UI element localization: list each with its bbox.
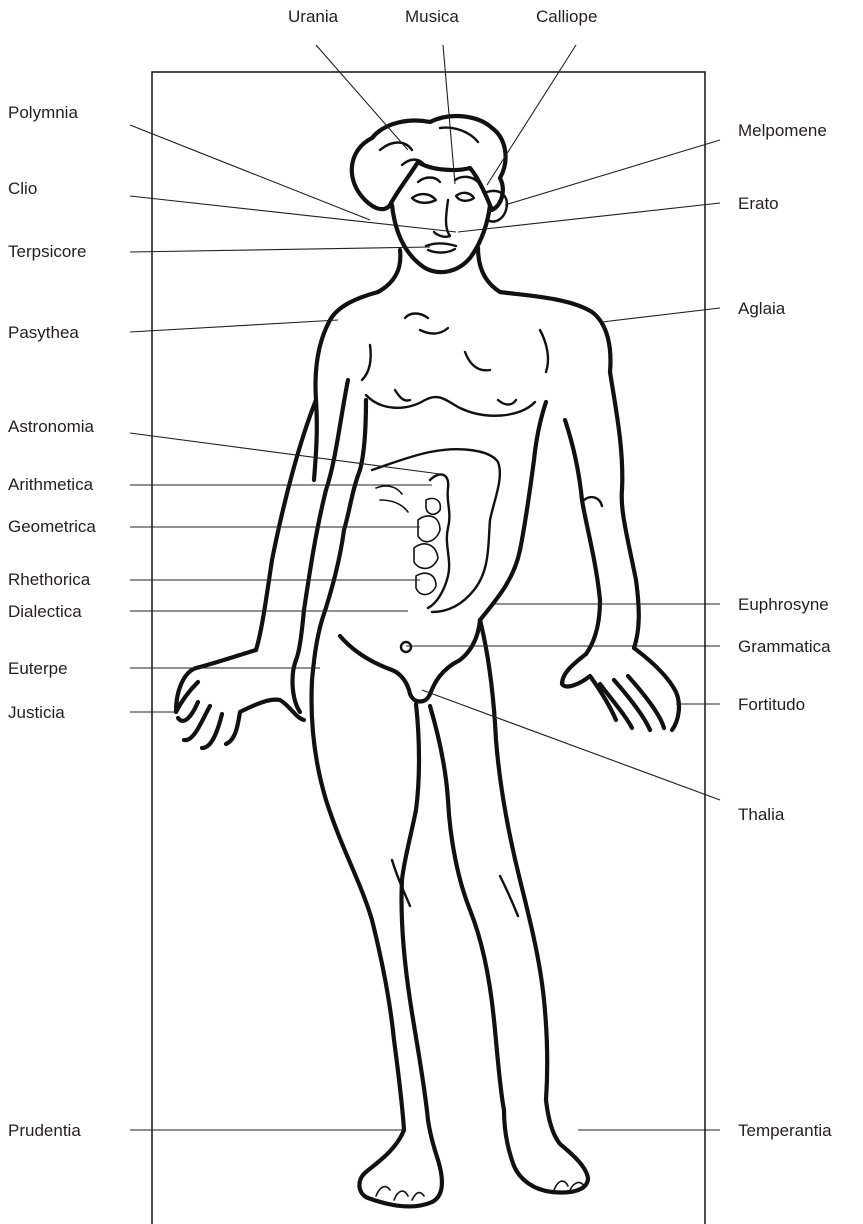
human-figure <box>176 116 679 1206</box>
right-leg-inner <box>430 706 504 1110</box>
leader-lines <box>130 45 720 1130</box>
label-musica: Musica <box>405 7 459 26</box>
left-leg-outer <box>312 680 404 1130</box>
mouth <box>426 243 456 252</box>
label-aglaia: Aglaia <box>738 299 786 318</box>
label-rhethorica: Rhethorica <box>8 570 91 589</box>
leader-urania <box>316 45 408 150</box>
leader-thalia <box>422 690 720 800</box>
leader-melpomene <box>505 140 720 205</box>
label-calliope: Calliope <box>536 7 597 26</box>
label-pasythea: Pasythea <box>8 323 79 342</box>
right-eye <box>456 193 474 201</box>
groin <box>340 620 480 702</box>
neck <box>378 250 400 292</box>
label-arithmetica: Arithmetica <box>8 475 94 494</box>
leader-polymnia <box>130 125 370 220</box>
right-leg-outer <box>480 620 547 1100</box>
label-astronomia: Astronomia <box>8 417 95 436</box>
leader-terpsicore <box>130 247 430 252</box>
right-hand <box>562 648 679 730</box>
label-euphrosyne: Euphrosyne <box>738 595 829 614</box>
label-fortitudo: Fortitudo <box>738 695 805 714</box>
left-foot <box>359 1120 442 1206</box>
label-grammatica: Grammatica <box>738 637 831 656</box>
label-clio: Clio <box>8 179 37 198</box>
torso-right <box>500 292 610 372</box>
right-arm <box>610 372 639 648</box>
leader-pasythea <box>130 320 338 332</box>
label-justicia: Justicia <box>8 703 65 722</box>
leader-calliope <box>487 45 576 185</box>
leader-aglaia <box>602 308 720 322</box>
left-eye <box>412 194 436 203</box>
label-geometrica: Geometrica <box>8 517 96 536</box>
label-terpsicore: Terpsicore <box>8 242 86 261</box>
left-hand <box>176 650 304 748</box>
label-temperantia: Temperantia <box>738 1121 832 1140</box>
label-melpomene: Melpomene <box>738 121 827 140</box>
face <box>392 205 490 272</box>
left-arm <box>256 400 316 650</box>
label-prudentia: Prudentia <box>8 1121 81 1140</box>
navel <box>401 642 411 652</box>
label-dialectica: Dialectica <box>8 602 82 621</box>
label-euterpe: Euterpe <box>8 659 68 678</box>
abdomen-right <box>480 402 546 620</box>
left-leg-inner <box>401 704 428 1120</box>
label-polymnia: Polymnia <box>8 103 78 122</box>
leader-clio <box>130 196 456 232</box>
right-foot <box>504 1100 588 1192</box>
label-thalia: Thalia <box>738 805 785 824</box>
label-urania: Urania <box>288 7 339 26</box>
label-erato: Erato <box>738 194 779 213</box>
leader-astronomia <box>130 433 440 474</box>
